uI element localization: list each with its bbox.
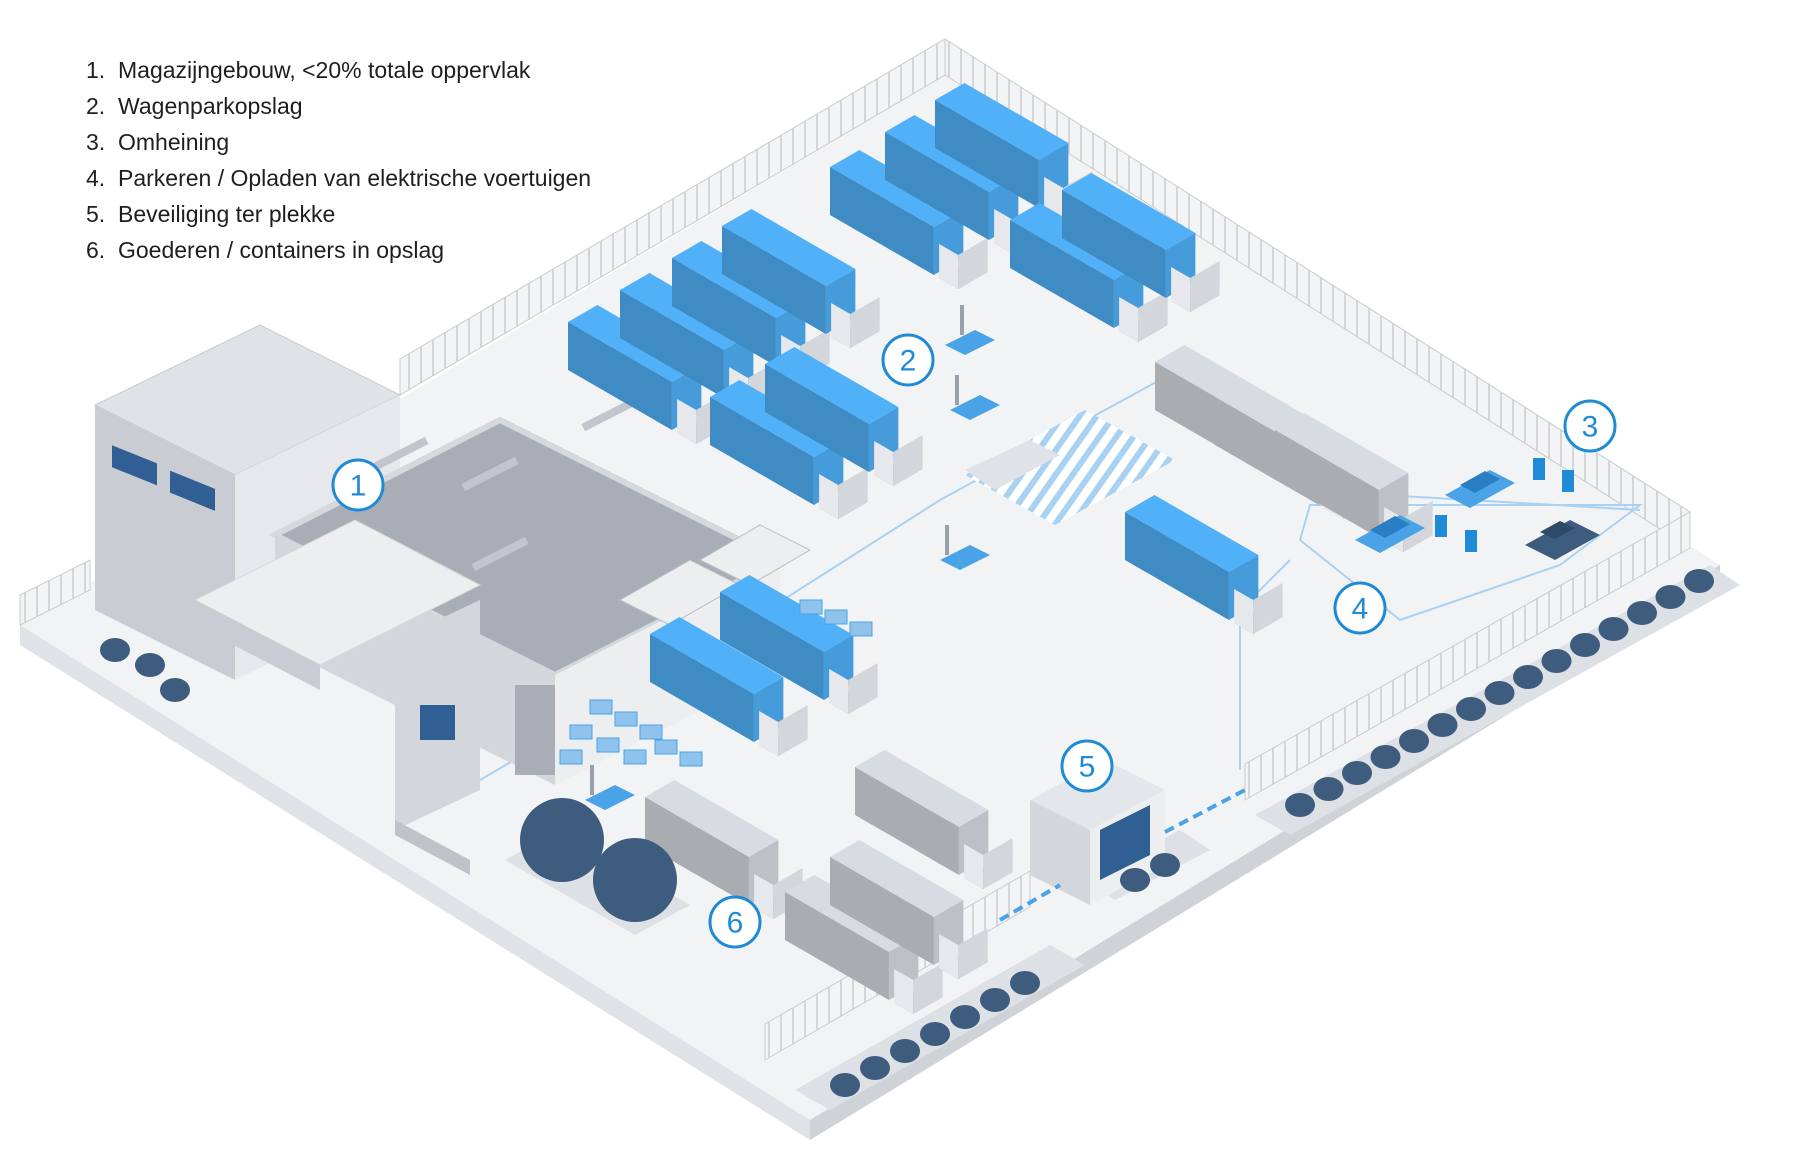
shrub-25: [100, 638, 130, 662]
shrub-23: [1120, 868, 1150, 892]
exit-barrier: [998, 883, 1062, 922]
pickup-truck: [1525, 520, 1600, 560]
trees: [505, 798, 690, 935]
shrub-11: [1570, 633, 1600, 657]
svg-text:5: 5: [1079, 751, 1096, 784]
truck-9: [765, 347, 923, 486]
legend-item-6: 6.Goederen / containers in opslag: [86, 237, 445, 263]
legend-item-1: 1.Magazijngebouw, <20% totale oppervlak: [86, 57, 531, 83]
marker-5: 5: [1060, 739, 1114, 793]
svg-text:6: 6: [727, 907, 744, 940]
forklifts: [585, 305, 1000, 810]
svg-text:2: 2: [900, 345, 917, 378]
shrub-3: [1342, 761, 1372, 785]
forklift-1: [945, 305, 995, 355]
legend-item-3: 3.Omheining: [86, 129, 230, 155]
shrub-16: [830, 1073, 860, 1097]
shrub-19: [920, 1022, 950, 1046]
marker-1: 1: [331, 458, 385, 512]
shrub-10: [1541, 649, 1572, 673]
truck-21: [830, 840, 988, 979]
shrub-9: [1513, 665, 1543, 689]
crosswalk: [965, 410, 1175, 525]
legend-item-5: 5.Beveiliging ter plekke: [86, 201, 336, 227]
svg-text:4: 4: [1352, 593, 1369, 626]
svg-text:3: 3: [1582, 411, 1599, 444]
shrubs: [100, 569, 1714, 1097]
car-1: [1355, 515, 1425, 553]
tree-2: [593, 838, 677, 922]
car-2: [1445, 470, 1515, 508]
shrub-14: [1655, 585, 1686, 609]
legend-item-4: 4.Parkeren / Opladen van elektrische voe…: [86, 165, 592, 191]
shrub-21: [980, 988, 1010, 1012]
shrub-20: [950, 1005, 980, 1029]
tree-1: [520, 798, 604, 882]
marker-6: 6: [708, 895, 762, 949]
security-booth: [998, 760, 1246, 922]
forklift-4: [585, 765, 635, 810]
legend: 1.Magazijngebouw, <20% totale oppervlak …: [86, 52, 591, 268]
shrub-1: [1285, 793, 1315, 817]
ev-charger-4: [1465, 530, 1477, 552]
legend-item-2: 2.Wagenparkopslag: [86, 93, 303, 119]
pallets: [559, 599, 873, 767]
shrub-18: [890, 1039, 920, 1063]
marker-3: 3: [1563, 399, 1617, 453]
shrub-7: [1456, 697, 1486, 721]
truck-14: [1125, 495, 1283, 634]
marker-4: 4: [1333, 581, 1387, 635]
truck-1: [830, 150, 988, 289]
truck-12: [650, 617, 808, 756]
ev-charger-3: [1435, 515, 1447, 537]
shrub-8: [1484, 681, 1515, 705]
forklift-3: [940, 525, 990, 570]
svg-text:1: 1: [350, 470, 367, 503]
shrub-15: [1684, 569, 1714, 593]
truck-11: [1062, 173, 1220, 312]
ev-charger-1: [1533, 458, 1545, 480]
shrub-4: [1370, 745, 1401, 769]
electric-vehicle-parking: [1355, 458, 1600, 560]
shrub-13: [1627, 601, 1657, 625]
shrub-26: [135, 653, 165, 677]
truck-7: [722, 209, 880, 348]
shrub-22: [1010, 971, 1040, 995]
ev-charger-2: [1562, 470, 1574, 492]
shrub-6: [1427, 713, 1458, 737]
loading-zone: [965, 440, 1060, 490]
shrub-12: [1598, 617, 1629, 641]
marker-2: 2: [881, 333, 935, 387]
truck-19: [855, 750, 1013, 889]
truck-fleet: [568, 83, 1433, 1014]
truck-13: [720, 575, 878, 714]
shrub-5: [1399, 729, 1429, 753]
forklift-2: [950, 375, 1000, 420]
shrub-27: [160, 678, 190, 702]
shrub-24: [1150, 853, 1180, 877]
shrub-17: [860, 1056, 890, 1080]
shrub-2: [1313, 777, 1344, 801]
